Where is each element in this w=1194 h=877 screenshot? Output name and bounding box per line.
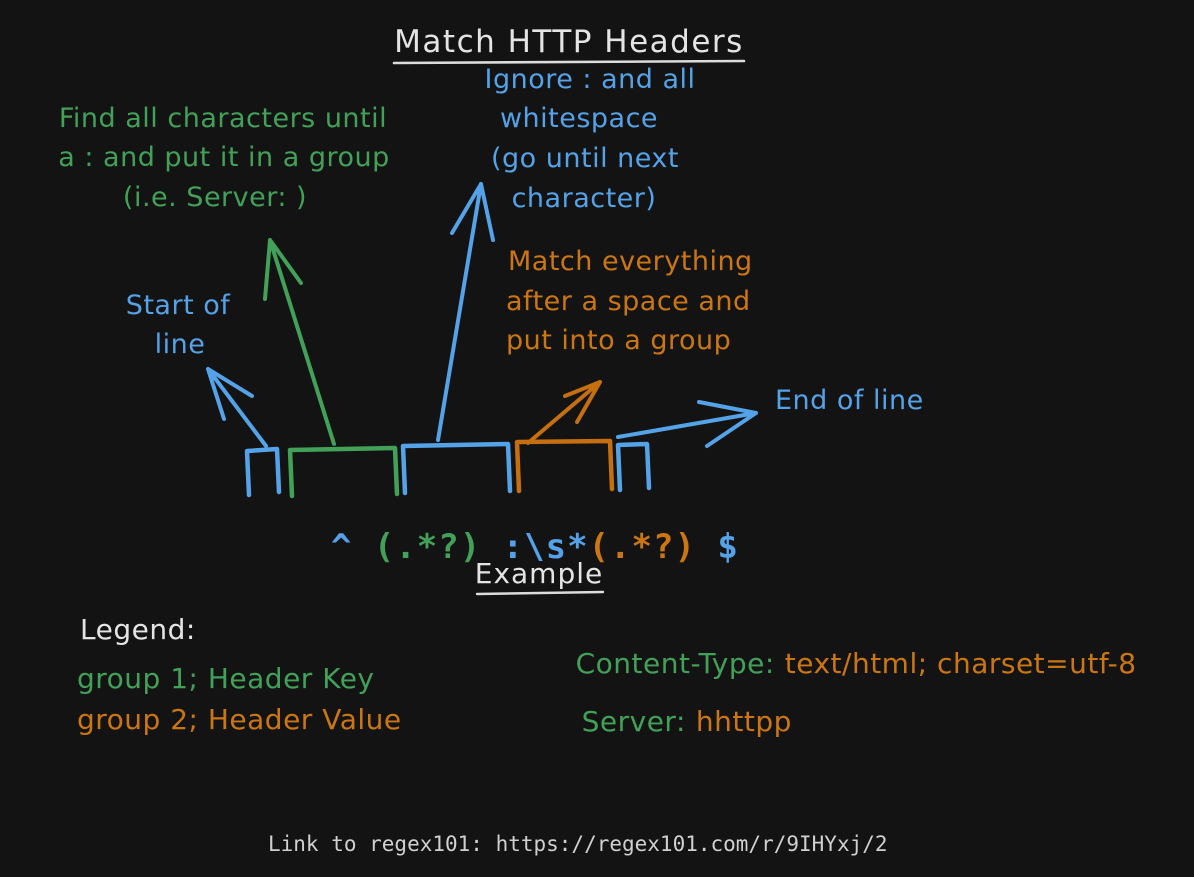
regex-whitespace-token: :\s* (481, 527, 589, 567)
note-end-of-line: End of line (775, 385, 924, 416)
example-header-value: text/html; charset=utf-8 (784, 647, 1137, 680)
example-row-content-type: Content-Type: text/html; charset=utf-8 (538, 614, 1137, 713)
regex-caret-token: ^ (330, 527, 374, 567)
dollar-bracket (615, 441, 652, 493)
example-header-value: hhttpp (695, 705, 792, 738)
note-ignore-line-3: (go until next (491, 143, 679, 174)
note-start-line-1: Start of (125, 290, 231, 321)
note-match-line-2: after a space and (506, 286, 751, 317)
start-of-line-arrow (206, 367, 268, 448)
group1-arrow (263, 238, 336, 446)
legend-label: Legend: (80, 613, 196, 646)
regex-group2-token: (.*?) (588, 527, 696, 567)
note-find-line-3: (i.e. Server: ) (122, 182, 308, 213)
note-find-line-2: a : and put it in a group (58, 142, 390, 173)
title-underline (392, 59, 746, 65)
group2-arrow (526, 380, 602, 445)
legend-item-group1: group 1; Header Key (77, 662, 375, 695)
regex-dollar-token: $ (695, 527, 739, 567)
group2-bracket (514, 438, 615, 494)
note-ignore-line-2: whitespace (499, 103, 659, 134)
legend-item-group2: group 2; Header Value (77, 703, 402, 736)
whitespace-bracket (400, 441, 513, 496)
note-match-line-3: put into a group (506, 325, 732, 356)
regex101-link[interactable]: Link to regex101: https://regex101.com/r… (268, 832, 888, 856)
note-ignore-line-1: Ignore : and all (484, 64, 696, 95)
note-match-line-1: Match everything (508, 246, 753, 277)
example-header-key: Server: (581, 705, 686, 738)
example-row-server: Server: hhttpp (544, 672, 792, 771)
end-of-line-arrow (616, 400, 758, 448)
note-find-line-1: Find all characters until (58, 103, 388, 134)
diagram-title: Match HTTP Headers (394, 24, 744, 60)
regex-expression: ^ (.*?) :\s*(.*?) $ (245, 487, 739, 607)
note-ignore-line-4: character) (511, 183, 657, 214)
regex-group1-token: (.*?) (373, 527, 482, 567)
example-heading: Example (474, 557, 604, 590)
example-header-key: Content-Type: (575, 647, 775, 680)
note-start-line-2: line (154, 329, 206, 360)
whitespace-arrow (436, 182, 495, 442)
